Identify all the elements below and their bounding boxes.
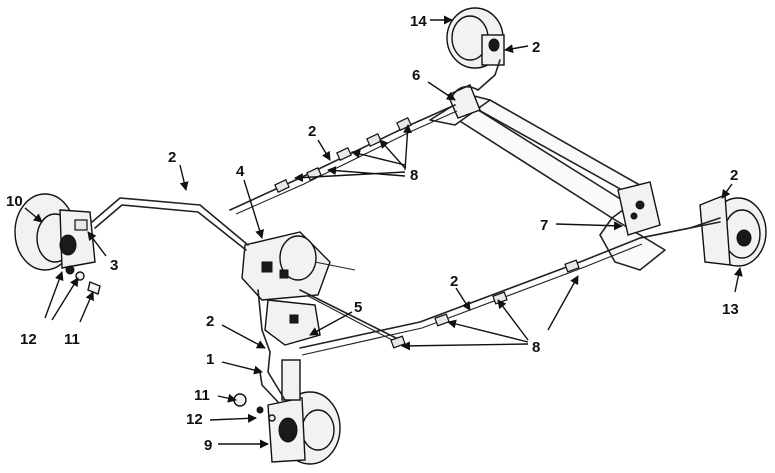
callout-labels: 14 2 6 2 8 2 4 10 3 12 11 7 2 13 2 5 8 2… (6, 13, 739, 454)
callout-2: 2 (308, 123, 316, 140)
callout-10: 10 (6, 193, 23, 210)
right-front-brake-assembly (267, 359, 341, 465)
callout-2: 2 (450, 273, 458, 290)
callout-8: 8 (410, 167, 418, 184)
rear-axle-mount (617, 181, 661, 236)
callout-11: 11 (194, 387, 210, 404)
callout-3: 3 (110, 257, 118, 274)
callout-7: 7 (540, 217, 548, 234)
master-cylinder (241, 231, 356, 301)
callout-2: 2 (532, 39, 540, 56)
callout-8: 8 (532, 339, 540, 356)
callout-6: 6 (412, 67, 420, 84)
callout-9: 9 (204, 437, 212, 454)
callout-14: 14 (410, 13, 427, 30)
callout-12: 12 (20, 331, 37, 348)
rear-axle-beam (429, 94, 666, 271)
callout-1: 1 (206, 351, 214, 368)
leader-arrows (24, 15, 743, 449)
callout-2: 2 (206, 313, 214, 330)
proportioning-valve (257, 289, 321, 353)
callout-2: 2 (730, 167, 738, 184)
bleeder-and-washers (65, 265, 276, 422)
callout-13: 13 (722, 301, 739, 318)
callout-11: 11 (64, 331, 80, 348)
callout-12: 12 (186, 411, 203, 428)
rear-left-brake-drum (446, 7, 505, 69)
callout-5: 5 (354, 299, 362, 316)
left-front-brake-assembly (14, 193, 96, 271)
callout-2: 2 (168, 149, 176, 166)
brake-pipes (91, 59, 721, 403)
rear-right-brake-drum (699, 193, 767, 267)
callout-4: 4 (236, 163, 245, 180)
